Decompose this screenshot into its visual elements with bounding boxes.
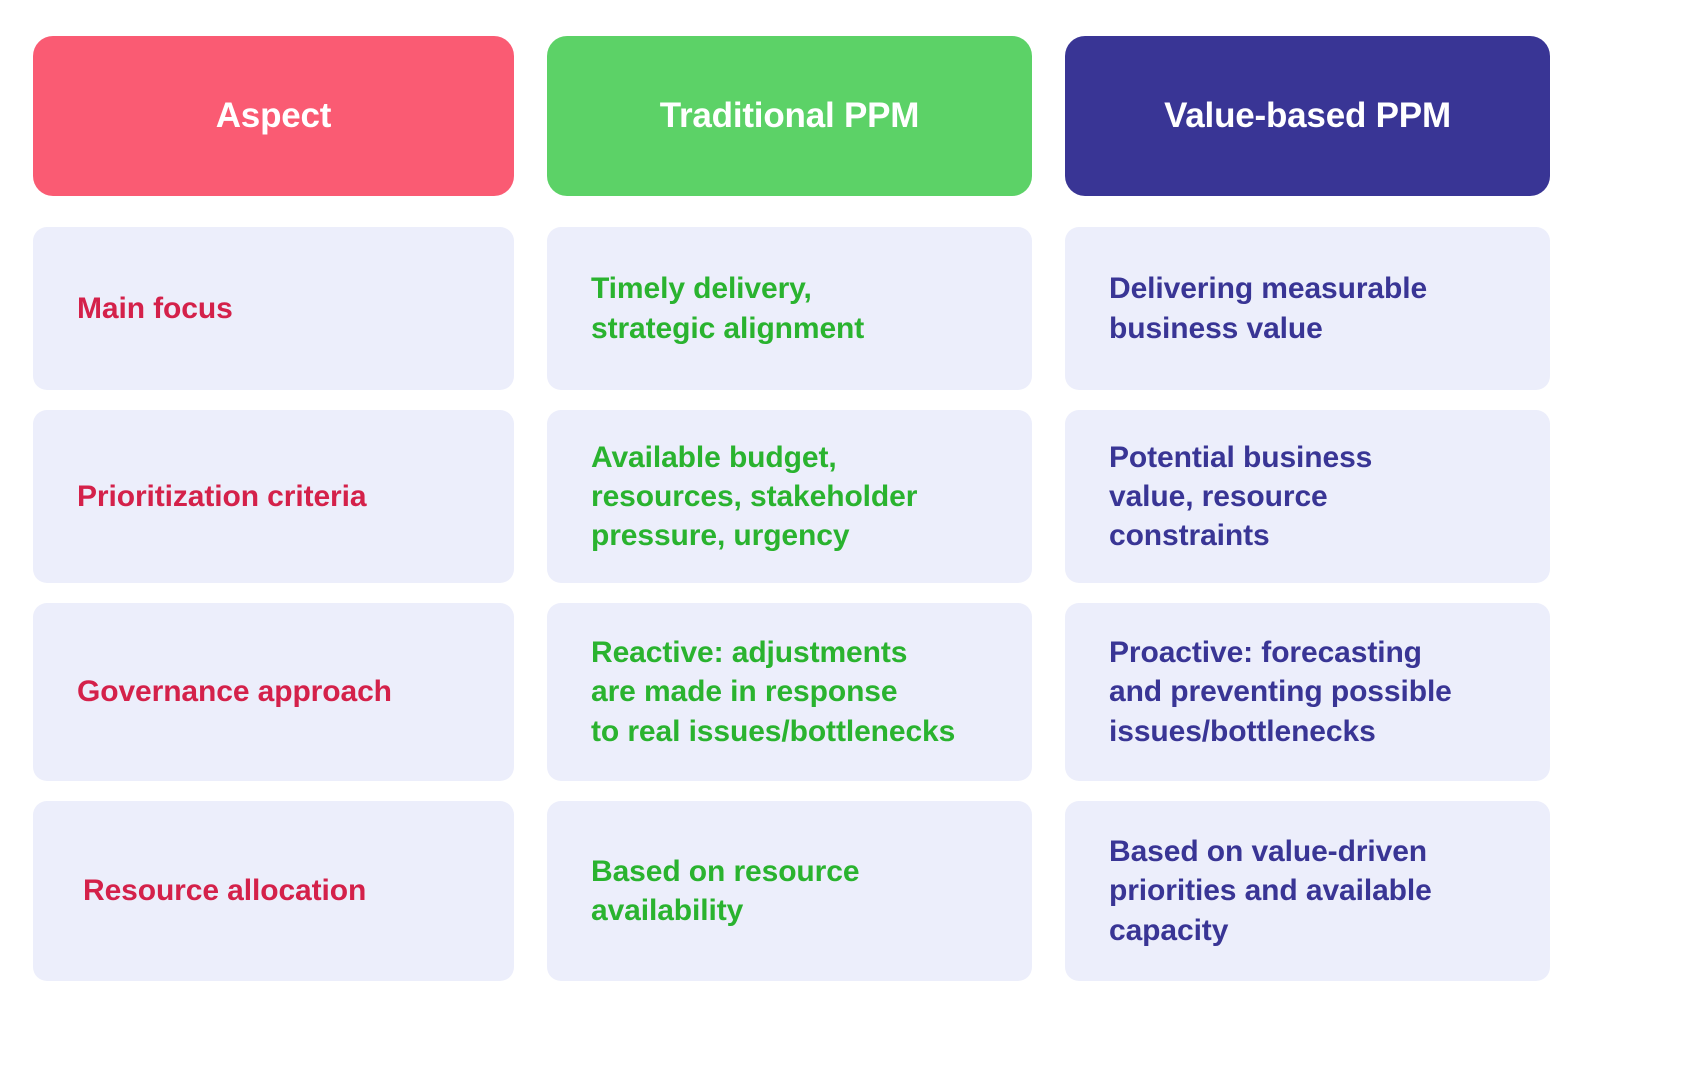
table-row: Prioritization criteria Available budget… xyxy=(33,410,1667,583)
column-header-value-based-ppm: Value-based PPM xyxy=(1065,36,1550,196)
column-header-value-based-ppm-label: Value-based PPM xyxy=(1164,96,1451,135)
table-row: Resource allocation Based on resource av… xyxy=(33,801,1667,981)
table-header-row: Aspect Traditional PPM Value-based PPM xyxy=(33,36,1667,196)
cell-text: Potential business value, resource const… xyxy=(1109,440,1373,553)
column-header-aspect-label: Aspect xyxy=(215,96,332,135)
cell-text: Based on value-driven priorities and ava… xyxy=(1109,835,1432,947)
cell-aspect-prioritization-criteria: Prioritization criteria xyxy=(33,410,514,583)
cell-text: Available budget, resources, stakeholder… xyxy=(591,440,918,553)
cell-text: Proactive: forecasting and preventing po… xyxy=(1109,636,1452,748)
column-header-traditional-ppm: Traditional PPM xyxy=(547,36,1032,196)
cell-aspect-governance-approach: Governance approach xyxy=(33,603,514,781)
cell-aspect-resource-allocation: Resource allocation xyxy=(33,801,514,981)
cell-value-based-prioritization-criteria: Potential business value, resource const… xyxy=(1065,410,1550,583)
table-row: Governance approach Reactive: adjustment… xyxy=(33,603,1667,781)
cell-aspect-main-focus: Main focus xyxy=(33,227,514,390)
column-header-aspect: Aspect xyxy=(33,36,514,196)
cell-text: Delivering measurable business value xyxy=(1109,272,1428,345)
column-header-traditional-ppm-label: Traditional PPM xyxy=(659,96,920,135)
cell-traditional-main-focus: Timely delivery, strategic alignment xyxy=(547,227,1032,390)
cell-traditional-governance-approach: Reactive: adjustments are made in respon… xyxy=(547,603,1032,781)
cell-traditional-prioritization-criteria: Available budget, resources, stakeholder… xyxy=(547,410,1032,583)
cell-traditional-resource-allocation: Based on resource availability xyxy=(547,801,1032,981)
cell-value-based-main-focus: Delivering measurable business value xyxy=(1065,227,1550,390)
cell-text: Prioritization criteria xyxy=(77,479,367,513)
cell-value-based-resource-allocation: Based on value-driven priorities and ava… xyxy=(1065,801,1550,981)
cell-text: Resource allocation xyxy=(83,874,367,908)
cell-text: Main focus xyxy=(77,291,233,325)
cell-text: Reactive: adjustments are made in respon… xyxy=(591,636,956,748)
cell-value-based-governance-approach: Proactive: forecasting and preventing po… xyxy=(1065,603,1550,781)
cell-text: Timely delivery, strategic alignment xyxy=(591,272,865,345)
cell-text: Governance approach xyxy=(77,675,392,709)
cell-text: Based on resource availability xyxy=(591,854,860,927)
table-row: Main focus Timely delivery, strategic al… xyxy=(33,227,1667,390)
